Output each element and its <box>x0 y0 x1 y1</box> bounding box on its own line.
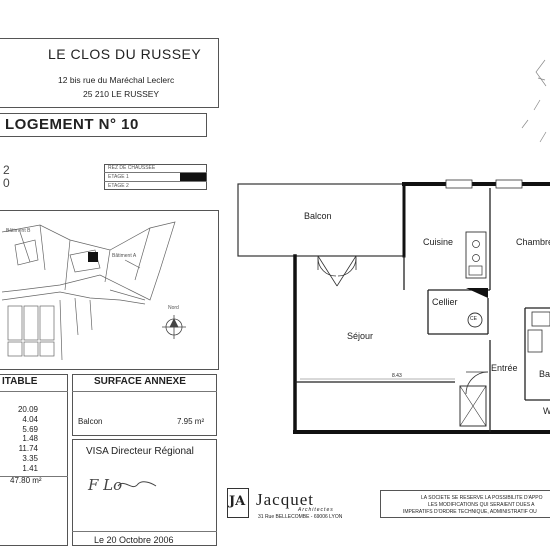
kitchen-hob <box>472 240 480 248</box>
logement-label: LOGEMENT N° 10 <box>5 116 139 133</box>
surface-total-rule <box>0 476 68 477</box>
floor-item-etage-1: ETAGE 1 <box>108 174 129 180</box>
title-block <box>0 38 219 108</box>
notice-line-1: LA SOCIETE SE RESERVE LA POSSIBILITE D'A… <box>421 495 543 501</box>
floor-row-divider <box>104 181 207 182</box>
architect-address: 31 Rue BELLECOMBE - 69006 LYON <box>258 514 343 520</box>
visa-box <box>72 439 217 546</box>
surface-total: 47.80 m² <box>10 476 42 485</box>
surface-habitable-heading: ITABLE <box>2 376 38 387</box>
project-title: LE CLOS DU RUSSEY <box>48 46 202 62</box>
notice-box <box>380 490 550 518</box>
room-label-cellier: Cellier <box>432 297 458 307</box>
visa-date-rule <box>72 531 217 532</box>
surface-value: 11.74 <box>18 444 38 454</box>
bath-sink <box>527 329 543 353</box>
entry-door-swing <box>465 371 489 395</box>
room-label-bain: Ba <box>539 369 550 379</box>
floor-active-marker <box>180 173 206 181</box>
surface-habitable-rule <box>0 391 68 392</box>
surface-value: 4.04 <box>22 414 38 424</box>
address-line-1: 12 bis rue du Maréchal Leclerc <box>58 75 175 85</box>
annexe-item-value: 7.95 m² <box>177 417 205 426</box>
bath-cabinet <box>531 311 550 327</box>
logement-fragment-2: 0 <box>3 176 10 190</box>
floor-table <box>104 164 207 190</box>
surface-annexe-heading: SURFACE ANNEXE <box>94 376 186 387</box>
boiler-label: CE <box>470 316 477 322</box>
notice-line-3: IMPERATIFS D'ORDRE TECHNIQUE, ADMINISTRA… <box>403 509 537 515</box>
architect-logo-initials: JA <box>229 494 246 509</box>
kitchen-counter <box>465 231 487 279</box>
room-label-wc: W <box>543 406 550 416</box>
surface-annexe-rule <box>72 391 217 392</box>
visa-heading: VISA Directeur Régional <box>86 446 194 457</box>
address-line-2: 25 210 LE RUSSEY <box>83 89 160 99</box>
surface-habitable-box <box>0 374 68 546</box>
floor-item-etage-2: ETAGE 2 <box>108 183 129 189</box>
notice-line-2: LES MODIFICATIONS QUI SERAIENT DUES A <box>428 502 535 508</box>
architect-logo-box <box>227 488 249 518</box>
site-label-nord: Nord <box>168 305 179 311</box>
room-label-sejour: Séjour <box>347 331 374 341</box>
surface-annexe-box <box>72 374 217 436</box>
plan-dimension: 8.43 <box>392 373 402 379</box>
closet <box>459 385 487 427</box>
annexe-item-label: Balcon <box>78 417 103 426</box>
balcony-door <box>317 256 357 270</box>
kitchen-sink <box>468 265 483 276</box>
logement-fragment-1: 2 <box>3 163 10 177</box>
room-label-chambre: Chambre <box>516 237 550 247</box>
architect-name: Jacquet <box>256 490 314 509</box>
architect-subtitle: Architectes <box>298 507 334 513</box>
floor-row-divider <box>104 172 207 173</box>
room-label-entree: Entrée <box>491 363 518 373</box>
logement-box <box>0 113 207 137</box>
surface-value: 1.41 <box>22 463 38 473</box>
site-plan-box <box>0 210 219 370</box>
kitchen-hob <box>472 254 480 262</box>
room-label-balcon: Balcon <box>304 211 332 221</box>
floor-item-rdc: REZ DE CHAUSSEE <box>108 165 156 171</box>
window-chambre <box>495 179 523 189</box>
closet-cross <box>459 385 487 427</box>
surface-value: 1.48 <box>22 434 38 444</box>
visa-date: Le 20 Octobre 2006 <box>94 535 174 545</box>
cellier-door <box>466 288 488 298</box>
surface-value: 20.09 <box>17 405 38 414</box>
surface-value: 5.69 <box>22 424 38 434</box>
balcony-door-swing <box>317 257 357 277</box>
site-label-batiment-b: Bâtiment B <box>6 228 31 234</box>
surface-values: 20.09 4.04 5.69 1.48 11.74 3.35 1.41 <box>14 405 38 474</box>
surface-value: 3.35 <box>22 453 38 463</box>
window-cuisine <box>445 179 473 189</box>
room-label-cuisine: Cuisine <box>423 237 454 247</box>
site-label-batiment-a: Bâtiment A <box>112 253 137 259</box>
visa-signature: F Lo <box>88 476 123 494</box>
